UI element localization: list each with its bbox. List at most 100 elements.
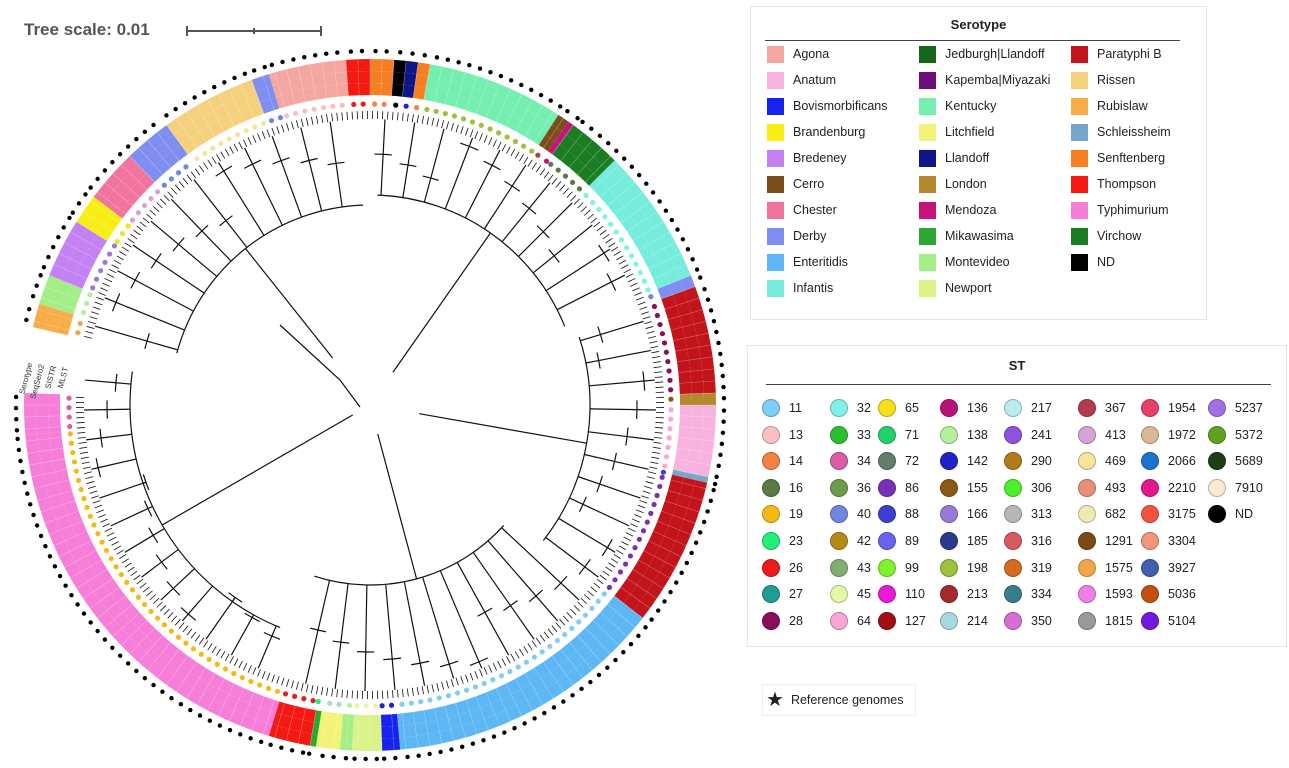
- ring-tile-separator: [58, 540, 92, 557]
- mlst-dot: [624, 245, 630, 251]
- serotype-ring-segment: [684, 405, 704, 475]
- leaf-tip: [625, 532, 634, 537]
- reference-star-mark: [491, 734, 497, 739]
- mlst-dot: [618, 237, 625, 243]
- reference-star-mark: [202, 89, 207, 95]
- ring-tile-separator: [321, 711, 328, 748]
- st-label: 1575: [1105, 560, 1133, 575]
- ring-tile-separator: [678, 368, 715, 373]
- tree-branch-arc: [578, 558, 591, 575]
- st-label: 198: [967, 560, 988, 575]
- leaf-tip: [652, 451, 661, 454]
- st-label: 1291: [1105, 534, 1133, 548]
- leaf-tip: [216, 648, 221, 656]
- tree-branch: [170, 198, 203, 232]
- reference-star-mark: [242, 71, 248, 77]
- ring-tile-separator: [70, 231, 102, 251]
- leaf-tip: [276, 676, 280, 684]
- st-legend-item: 19: [762, 503, 803, 525]
- ring-tile-separator: [345, 714, 349, 751]
- reference-star-mark: [188, 707, 193, 713]
- st-legend-item: 1954: [1141, 397, 1196, 419]
- reference-star-mark: [178, 702, 184, 707]
- leaf-tip: [623, 268, 631, 274]
- leaf-tip: [426, 685, 430, 694]
- leaf-tip: [233, 658, 239, 666]
- reference-star-mark: [575, 116, 580, 121]
- leaf-tip: [160, 605, 167, 612]
- tree-branch: [364, 651, 367, 691]
- leaf-tip: [142, 217, 150, 224]
- leaf-tip: [92, 306, 101, 310]
- mlst-dot: [135, 594, 142, 600]
- leaf-tip: [76, 427, 85, 429]
- tree-branch: [98, 458, 137, 469]
- reference-star-mark: [63, 583, 68, 588]
- st-legend-item: 3304: [1141, 530, 1196, 552]
- ring-tile-separator: [186, 111, 206, 143]
- ring-tile-separator: [27, 447, 64, 454]
- serotype-ring-segment: [691, 393, 704, 405]
- tree-branch: [501, 527, 562, 584]
- serotype-legend-item: Bredeney: [767, 148, 847, 168]
- st-label: 350: [1031, 613, 1052, 628]
- mlst-dot: [478, 122, 484, 128]
- serotype-ring-segment: [403, 72, 417, 87]
- ring-tile-separator: [25, 437, 62, 442]
- serotype-label: Agona: [793, 47, 830, 61]
- leaf-tip: [392, 690, 394, 699]
- tree-branch: [124, 534, 154, 553]
- reference-star-mark: [227, 727, 233, 733]
- leaf-tip: [167, 612, 174, 619]
- serotype-ring-segment: [44, 307, 63, 333]
- reference-star-mark: [41, 265, 47, 270]
- st-legend-item: 217: [1004, 397, 1052, 419]
- mlst-dot: [257, 682, 263, 688]
- tree-branch: [104, 297, 117, 303]
- leaf-tip: [474, 670, 479, 679]
- tree-branch-arc: [172, 237, 185, 252]
- ring-tile-separator: [58, 253, 92, 270]
- leaf-tip: [441, 120, 444, 129]
- leaf-tip: [87, 321, 96, 325]
- reference-star-mark: [289, 748, 295, 753]
- leaf-tip: [156, 202, 163, 209]
- serotype-ring-segment: [552, 144, 598, 186]
- tree-branch: [340, 583, 349, 643]
- reference-star-mark: [14, 428, 20, 433]
- serotype-label: Cerro: [793, 177, 825, 191]
- tree-branch: [223, 170, 265, 236]
- ring-tile-separator: [569, 642, 593, 671]
- st-dot: [1208, 478, 1226, 497]
- ring-tile-separator: [592, 164, 620, 190]
- ring-tile-separator: [24, 415, 61, 418]
- leaf-tip: [130, 233, 138, 240]
- st-dot: [830, 478, 848, 497]
- tree-branch-arc: [542, 336, 591, 541]
- leaf-tip: [276, 126, 280, 134]
- mlst-dot: [436, 695, 442, 701]
- ring-tile-separator: [551, 124, 574, 155]
- leaf-tip: [78, 441, 87, 444]
- mlst-dot: [535, 152, 541, 158]
- tree-branch: [334, 642, 342, 689]
- st-dot: [762, 585, 780, 604]
- mlst-dot: [504, 134, 510, 140]
- mlst-dot: [351, 101, 357, 108]
- st-legend-item: ND: [1208, 503, 1253, 525]
- mlst-dot: [95, 531, 101, 537]
- ring-tile-separator: [34, 479, 70, 489]
- reference-star-mark: [650, 190, 656, 195]
- leaf-tip: [535, 637, 542, 645]
- leaf-tip: [98, 514, 106, 518]
- leaf-tip: [163, 608, 170, 615]
- reference-star-mark: [393, 755, 398, 761]
- reference-star-mark: [596, 672, 602, 678]
- tree-branch: [385, 584, 393, 660]
- mlst-dot: [606, 584, 613, 591]
- mlst-dot: [379, 703, 385, 709]
- leaf-tip: [139, 582, 147, 589]
- tree-branch-arc: [150, 252, 162, 269]
- ring-tile-separator: [44, 286, 79, 300]
